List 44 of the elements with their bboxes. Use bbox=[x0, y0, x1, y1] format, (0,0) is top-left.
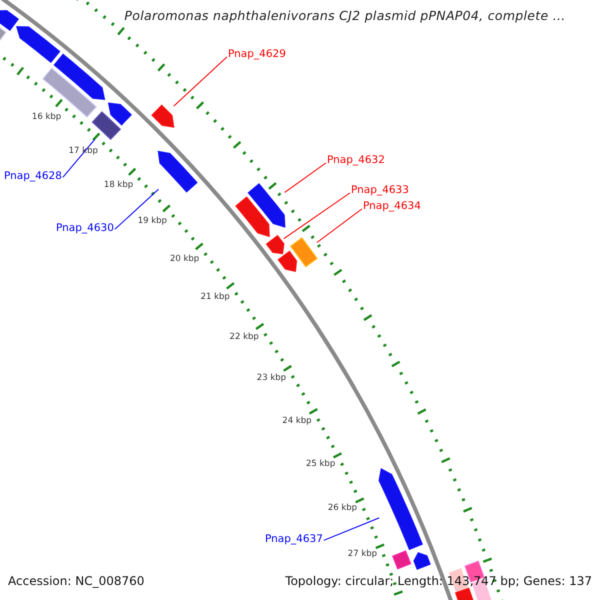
scale-label: 21 kbp bbox=[200, 293, 230, 302]
gene-feature bbox=[392, 550, 412, 570]
gene-feature bbox=[248, 183, 286, 228]
summary-text: Topology: circular; Length: 143,747 bp; Genes: 137 bbox=[285, 575, 592, 587]
gene-feature bbox=[16, 26, 60, 64]
gene-feature bbox=[108, 102, 132, 126]
gene-feature bbox=[151, 104, 174, 128]
scale-label: 26 kbp bbox=[328, 504, 358, 513]
scale-label: 18 kbp bbox=[104, 180, 134, 190]
leader-line bbox=[62, 138, 96, 178]
gene-label: Pnap_4633 bbox=[351, 185, 409, 196]
scale-label: 24 kbp bbox=[282, 416, 312, 426]
gene-feature bbox=[278, 250, 298, 272]
scale-label: 16 kbp bbox=[32, 113, 62, 122]
gene-feature bbox=[290, 237, 318, 268]
leader-line bbox=[284, 162, 326, 193]
leader-line bbox=[114, 188, 159, 230]
scale-label: 20 kbp bbox=[170, 254, 200, 263]
gene-label: Pnap_4637 bbox=[265, 534, 323, 544]
scale-label: 19 kbp bbox=[138, 216, 167, 226]
gene-feature bbox=[53, 54, 106, 100]
gene-label: Pnap_4632 bbox=[327, 155, 385, 166]
gene-feature bbox=[454, 588, 474, 600]
gene-label: Pnap_4630 bbox=[56, 223, 114, 234]
leader-line bbox=[283, 192, 350, 240]
gene-feature bbox=[266, 234, 284, 254]
gene-feature bbox=[235, 196, 270, 238]
leader-line bbox=[323, 517, 380, 541]
gene-feature bbox=[92, 111, 122, 140]
scale-label: 22 kbp bbox=[230, 333, 259, 342]
scale-label: 23 kbp bbox=[256, 374, 286, 383]
gene-feature bbox=[378, 468, 423, 550]
title: Polaromonas naphthalenivorans CJ2 plasmid pPNAP04, complete ... bbox=[123, 10, 567, 22]
leader-line bbox=[173, 56, 228, 107]
gene-feature bbox=[413, 552, 431, 570]
scale-label: 25 kbp bbox=[306, 460, 336, 468]
gene-feature bbox=[0, 10, 19, 31]
gene-label: Pnap_4628 bbox=[4, 171, 62, 182]
gene-label: Pnap_4629 bbox=[228, 49, 286, 60]
leader-line bbox=[316, 208, 362, 243]
gene-label: Pnap_4634 bbox=[363, 201, 421, 212]
accession-text: Accession: NC_008760 bbox=[8, 575, 144, 587]
scale-label: 27 kbp bbox=[348, 549, 378, 558]
gene-feature bbox=[158, 150, 198, 193]
